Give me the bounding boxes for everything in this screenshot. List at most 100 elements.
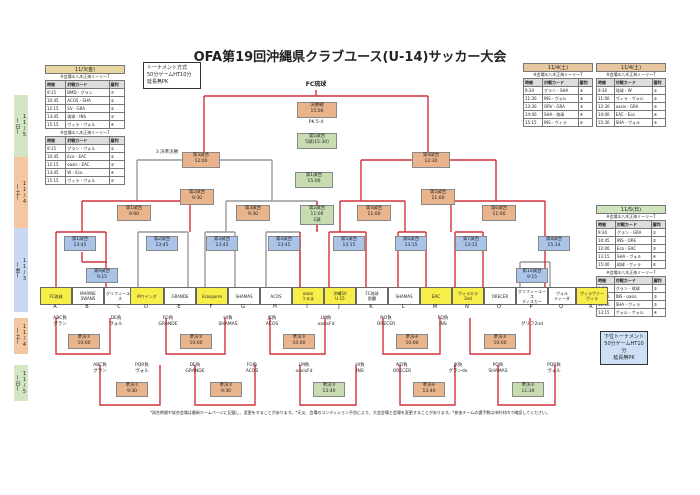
loser-pair: HI負 (223, 316, 233, 321)
team-cell: SHAMAS (388, 287, 420, 305)
date-label: 11/4(土) (14, 318, 28, 354)
loser-name: ヴォル (109, 322, 123, 327)
loser-pair: PQR負 (547, 363, 561, 368)
footer-note: *試合時間や試合会場は最新ホームページに記載し、変更をすることがあります。*天災… (149, 410, 551, 415)
loser-name: グラン (93, 369, 107, 374)
team-cell: Mウイング (130, 287, 164, 305)
loser-pair: ABC負 (53, 316, 67, 321)
team-cell: Ecosporre (196, 287, 228, 305)
schedule-caption: ※会場②八木正海ミーリー7 (60, 130, 110, 135)
format-note-line: トーナメント方式 (147, 65, 188, 71)
consolation-format-note: 下位トーナメント 50分ゲームHT10分 延長無PK (600, 331, 648, 365)
team-letter: I (306, 304, 308, 310)
team-letter: A (53, 304, 57, 310)
loser-name: GRANDE (185, 369, 205, 374)
loser-pair: ABC負 (93, 363, 107, 368)
team-letter: E (177, 304, 181, 310)
team-cell: SHAMAS (228, 287, 260, 305)
team-cell: EAC (420, 287, 452, 305)
loser-pair: LM負 (320, 316, 332, 321)
team-letter: F (209, 304, 213, 310)
team-letter: C (117, 304, 121, 310)
semi-label: 3 決準決勝 (155, 150, 179, 155)
loser-name: ヴォル (135, 369, 149, 374)
team-letter: B (85, 304, 89, 310)
loser-pair: PQ負 (437, 316, 449, 321)
team-cell: ヴォルティーダ (548, 287, 576, 305)
loser-name: GRANDE (158, 322, 178, 327)
team-letter: H (273, 304, 277, 310)
loser-pair: FG負 (246, 363, 258, 368)
loser-pair: LM負 (298, 363, 310, 368)
team-cell: ヴィラヴァーヴィラ (576, 287, 608, 305)
loser-name: oasisFd (317, 322, 335, 327)
format-note: トーナメント方式 50分ゲームHT10分 延長無PK (143, 62, 201, 89)
team-letter: J (338, 304, 340, 310)
team-cell: FC琉球 (40, 287, 72, 305)
team-cell: FC琉球那覇 (356, 287, 388, 305)
loser-pair: DE負 (189, 363, 201, 368)
schedule-caption: ※会場①八木正海ミーリー7 (60, 74, 110, 79)
loser-pair: JK負 (453, 363, 463, 368)
format-note-line: 延長無PK (147, 79, 169, 85)
team-letter: D (144, 304, 148, 310)
team-letter: P (529, 304, 533, 310)
pk-label: PK 5-4 (308, 120, 324, 125)
team-cell: ORECER (484, 287, 516, 305)
loser-name: ORECER (392, 369, 412, 374)
team-letter: L (401, 304, 405, 310)
loser-pair: PQR負 (135, 363, 149, 368)
date-label: 11/4(土) (14, 157, 28, 228)
champion-label: FC琉球 (305, 81, 327, 88)
loser-name: グリフ2nd (520, 322, 544, 327)
loser-pair: PQ負 (492, 363, 504, 368)
loser-name: SHAMAS (218, 322, 238, 327)
team-letter: Q (559, 304, 563, 310)
date-label: 11/5(日) (14, 95, 28, 157)
loser-pair: NO負 (380, 316, 392, 321)
date-label: 11/5(日) (14, 365, 28, 401)
page-title: OFA第19回沖縄県クラブユース(U-14)サッカー大会 (193, 50, 507, 65)
loser-name: ACOS (265, 322, 279, 327)
loser-name: SHAMAS (488, 369, 508, 374)
loser-pair: HI負 (355, 363, 365, 368)
